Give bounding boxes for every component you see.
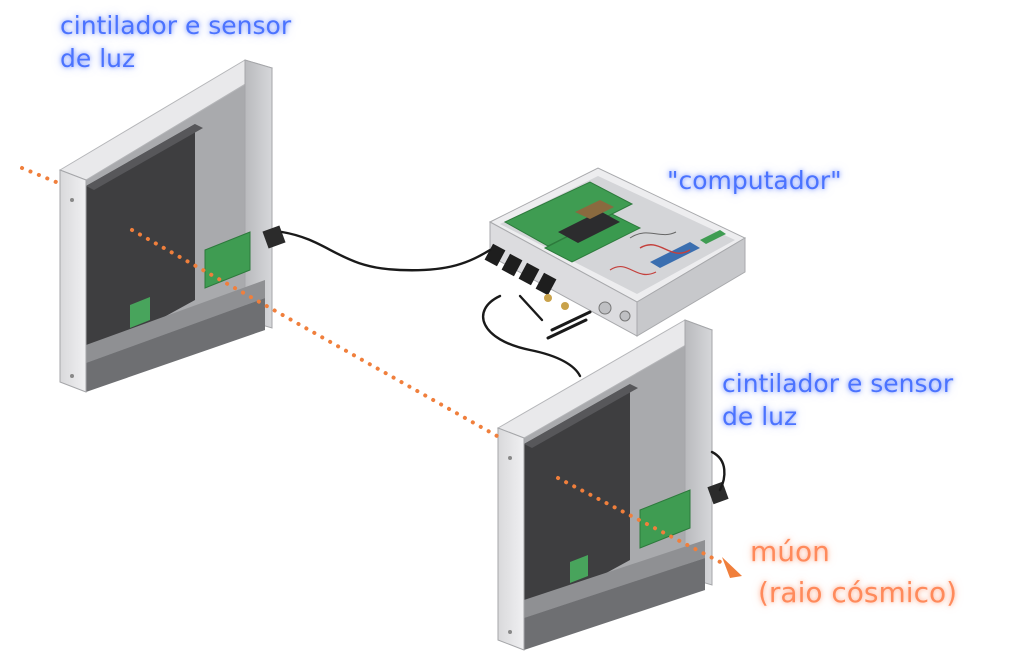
- detector-bottom-pcb-small: [570, 555, 588, 583]
- cable-stub: [518, 294, 544, 322]
- cable-stub: [550, 310, 592, 332]
- detector-bottom-front-frame: [497, 427, 525, 651]
- computer-connector: [518, 262, 540, 286]
- computer-coax-connector: [561, 302, 569, 310]
- cable-stub: [546, 318, 588, 340]
- detector-bottom-screw: [508, 630, 512, 634]
- label-detector-bottom: cintilador e sensor de luz: [722, 368, 953, 433]
- label-computer: "computador": [667, 165, 842, 198]
- label-muon-line1: múon: [750, 535, 830, 568]
- detector-top-connector: [262, 225, 286, 249]
- label-muon: múon (raio cósmico): [750, 532, 957, 613]
- detector-bottom-scintillator-edge: [524, 384, 638, 448]
- detector-box-bottom: [496, 319, 729, 651]
- muon-path-entry: [20, 166, 58, 184]
- computer-main-board: [503, 181, 634, 247]
- label-detector-top: cintilador e sensor de luz: [60, 10, 291, 75]
- detector-top-side-wall: [244, 59, 273, 329]
- detector-bottom-scintillator: [524, 384, 630, 618]
- computer-chip: [558, 211, 620, 243]
- detector-bottom-connector: [707, 481, 729, 505]
- computer-connector: [501, 253, 523, 277]
- label-muon-line2: (raio cósmico): [758, 575, 958, 609]
- computer-box-side-wall: [636, 237, 746, 337]
- label-detector-top-line1: cintilador e sensor: [60, 11, 292, 40]
- label-detector-bottom-line2: de luz: [722, 401, 798, 431]
- detector-top-pcb: [204, 231, 251, 289]
- muon-path-middle: [130, 228, 499, 438]
- label-detector-bottom-line1: cintilador e sensor: [722, 369, 954, 398]
- detector-top-pcb-small: [130, 297, 150, 328]
- cable-bottom-detector-loop: [710, 450, 726, 492]
- detector-top-rail-lower: [86, 298, 265, 392]
- computer-wire: [629, 231, 677, 239]
- cable-top-detector-to-computer: [280, 230, 492, 272]
- detector-top-screw: [70, 374, 74, 378]
- detector-box-top: [58, 59, 286, 393]
- computer-blue-module: [650, 242, 700, 268]
- computer-wire: [609, 265, 657, 275]
- detector-top-scintillator: [86, 124, 195, 360]
- computer-wire: [639, 244, 691, 254]
- computer-box: [484, 167, 747, 337]
- detector-top-front-frame: [59, 169, 87, 393]
- computer-port: [598, 301, 612, 315]
- detector-bottom-screw: [508, 456, 512, 460]
- muon-arrowhead: [722, 557, 742, 578]
- detector-top-rail: [86, 280, 265, 363]
- detector-bottom-rail-lower: [524, 558, 705, 650]
- computer-coax-connector: [544, 294, 552, 302]
- computer-component: [575, 200, 614, 219]
- detector-bottom-rail: [524, 540, 705, 618]
- computer-small-board: [700, 230, 726, 244]
- detector-top-scintillator-edge: [86, 124, 203, 190]
- detector-top-screw: [70, 198, 74, 202]
- muon-path: [20, 166, 742, 578]
- label-detector-top-line2: de luz: [60, 43, 136, 73]
- detector-bottom-side-wall: [684, 319, 713, 586]
- computer-port: [619, 310, 631, 322]
- detector-bottom-pcb: [639, 489, 691, 549]
- cable-computer-to-bottom-detector: [481, 294, 582, 378]
- cables: [280, 230, 726, 492]
- label-computer-text: "computador": [667, 166, 842, 195]
- computer-connector: [535, 272, 557, 296]
- computer-connector: [484, 243, 506, 267]
